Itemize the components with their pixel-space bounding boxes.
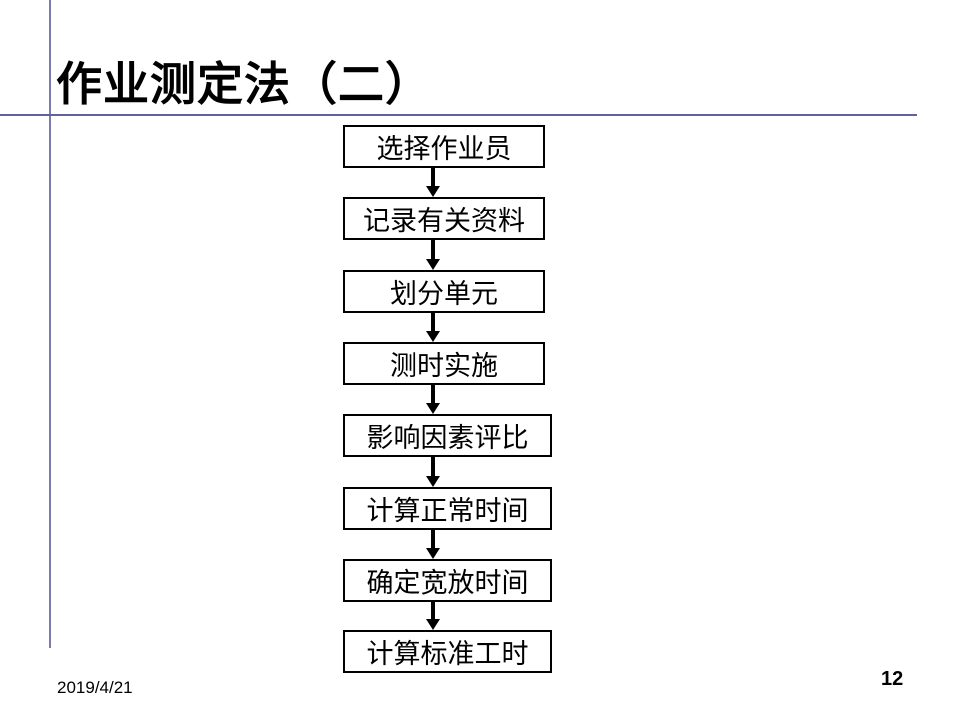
arrow-stem: [431, 168, 435, 188]
date-label: 2019/4/21: [57, 678, 133, 697]
down-arrow-icon: [426, 168, 440, 197]
down-arrow-icon: [426, 530, 440, 559]
down-arrow-icon: [426, 385, 440, 414]
arrow-head: [426, 548, 440, 559]
flow-step-allowance-time: 确定宽放时间: [343, 559, 552, 602]
down-arrow-icon: [426, 313, 440, 342]
title-divider-line: [0, 114, 917, 116]
down-arrow-icon: [426, 602, 440, 630]
down-arrow-icon: [426, 457, 440, 487]
arrow-head: [426, 403, 440, 414]
arrow-head: [426, 476, 440, 487]
down-arrow-icon: [426, 240, 440, 270]
arrow-stem: [431, 530, 435, 550]
flow-step-select-operator: 选择作业员: [343, 125, 545, 168]
flow-step-time-study: 测时实施: [343, 342, 545, 385]
arrow-head: [426, 331, 440, 342]
arrow-head: [426, 619, 440, 630]
arrow-stem: [431, 602, 435, 621]
arrow-stem: [431, 385, 435, 405]
flow-step-standard-time: 计算标准工时: [343, 630, 552, 673]
flow-step-normal-time: 计算正常时间: [343, 487, 552, 530]
arrow-stem: [431, 457, 435, 478]
slide-title: 作业测定法（二）: [56, 59, 432, 110]
flow-step-factor-rating: 影响因素评比: [343, 414, 552, 457]
vertical-accent-line: [49, 0, 51, 648]
flow-step-divide-units: 划分单元: [343, 270, 545, 313]
arrow-stem: [431, 313, 435, 333]
page-number: 12: [881, 668, 904, 690]
flow-step-record-data: 记录有关资料: [343, 197, 545, 240]
arrow-head: [426, 186, 440, 197]
arrow-head: [426, 259, 440, 270]
arrow-stem: [431, 240, 435, 261]
